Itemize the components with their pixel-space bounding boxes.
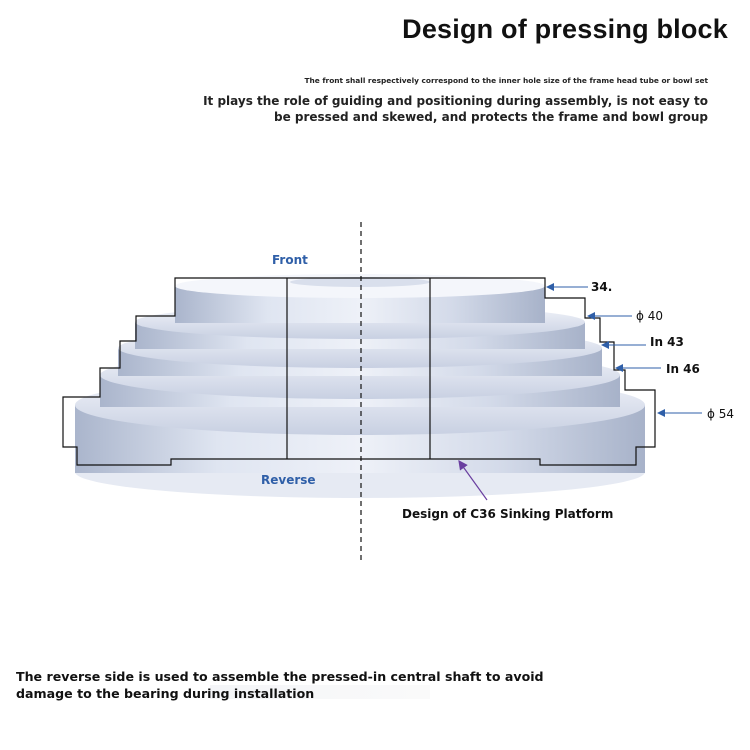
bottom-fade bbox=[210, 685, 430, 699]
reverse-label: Reverse bbox=[261, 473, 316, 487]
subtitle-small: The front shall respectively correspond … bbox=[304, 76, 708, 85]
sinking-pointer bbox=[458, 460, 488, 501]
front-label: Front bbox=[272, 253, 308, 267]
dim-label-34: 34. bbox=[591, 280, 612, 294]
dim-label-54: ϕ 54 bbox=[707, 407, 734, 421]
subtitle-main: It plays the role of guiding and positio… bbox=[203, 94, 708, 124]
dim-label-46: In 46 bbox=[666, 362, 700, 376]
metal-body bbox=[75, 274, 645, 498]
page-title: Design of pressing block bbox=[402, 14, 728, 44]
section-outline bbox=[62, 277, 656, 466]
dim-label-40: ϕ 40 bbox=[636, 309, 663, 323]
dim-label-43: In 43 bbox=[650, 335, 684, 349]
sinking-label: Design of C36 Sinking Platform bbox=[402, 507, 613, 521]
footer-note: The reverse side is used to assemble the… bbox=[16, 669, 544, 701]
